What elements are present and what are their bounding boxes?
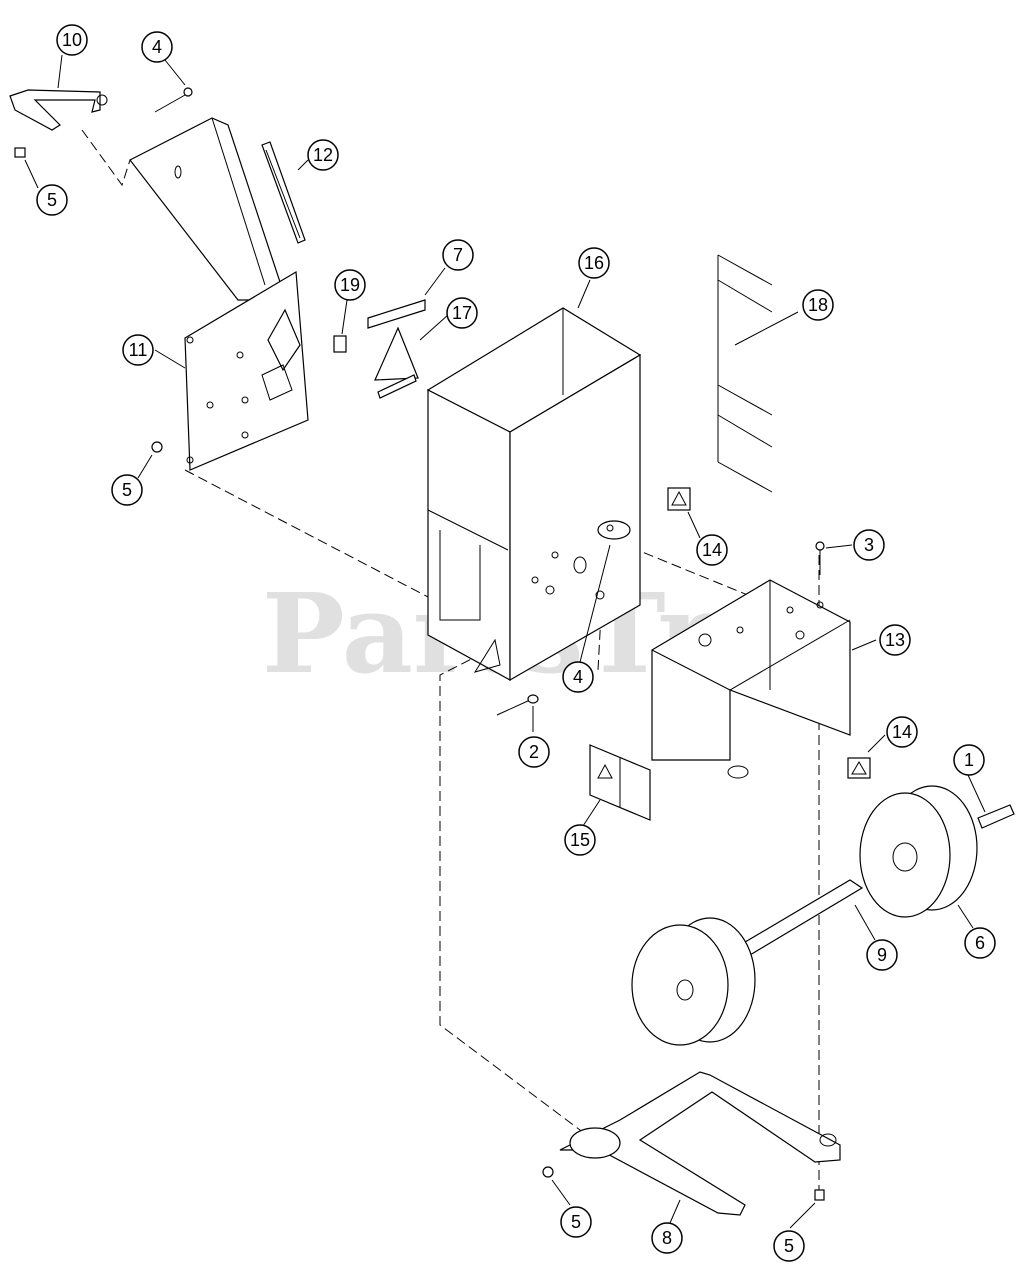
callout-6: 6 [964,927,996,959]
hopper-chute [129,117,281,301]
callout-8: 8 [651,1222,683,1254]
part-19-decal [333,335,347,353]
callout-13: 13 [879,624,911,656]
part-17-triangle-decal [374,326,419,399]
callout-6-label: 6 [975,933,985,953]
part-5-nut-top [14,147,26,158]
part-10-bracket [9,89,108,131]
part-12-strip [261,141,306,244]
callout-1: 1 [953,744,985,776]
part-5-nut-bottom-right [814,1189,825,1201]
part-11-plate [184,270,309,471]
part-6-wheel-right [859,785,978,918]
callout-4-mid: 4 [562,661,594,693]
leader-lines [24,54,986,1229]
part-16-box [426,307,642,682]
part-15-decal [589,744,651,821]
part-18-lines [717,254,773,493]
callout-3: 3 [853,529,885,561]
part-13-bracket [651,579,851,779]
callout-5-left-label: 5 [122,480,132,500]
callout-14-top: 14 [696,534,728,566]
part-8-frame [559,1071,841,1216]
callout-4-mid-label: 4 [573,667,583,687]
callout-12: 12 [307,139,339,171]
part-3-pin [815,541,825,575]
part-9-axle [734,879,864,959]
callout-7-label: 7 [453,245,463,265]
callout-5-bottomleft: 5 [560,1206,592,1238]
callout-5-bottomleft-label: 5 [571,1212,581,1232]
callout-5-left: 5 [111,474,143,506]
callout-1-label: 1 [964,750,974,770]
callout-8-label: 8 [662,1228,672,1248]
callout-2-label: 2 [529,742,539,762]
callout-7: 7 [442,239,474,271]
callout-4-top-label: 4 [152,37,162,57]
callout-10-label: 10 [62,30,82,50]
callout-14-right: 14 [886,716,918,748]
part-14-decal-right [847,757,871,779]
callout-10: 10 [56,24,88,56]
part-1-bolt [977,804,1015,829]
part-4-washer [597,520,631,540]
callout-5-topleft-label: 5 [47,190,57,210]
callout-18: 18 [802,289,834,321]
callout-2: 2 [518,736,550,768]
callout-12-label: 12 [313,145,333,165]
callout-19: 19 [334,269,366,301]
callout-13-label: 13 [885,630,905,650]
callout-11-label: 11 [129,340,148,360]
callout-16: 16 [578,247,610,279]
callout-9: 9 [866,939,898,971]
callout-15: 15 [564,824,596,856]
callout-4-top: 4 [141,31,173,63]
part-4-screw-top [154,87,193,113]
part-7-label [367,299,426,329]
callout-9-label: 9 [877,945,887,965]
callout-5-topleft: 5 [36,184,68,216]
callout-11: 11 [122,334,154,366]
callout-3-label: 3 [864,535,874,555]
callout-14-right-label: 14 [892,722,912,742]
callout-18-label: 18 [808,295,828,315]
wheel-left [631,917,756,1046]
part-2-bolt [496,694,539,716]
callout-16-label: 16 [584,253,604,273]
callout-17: 17 [446,297,478,329]
callout-5-bottomright: 5 [773,1230,805,1262]
callout-14-top-label: 14 [702,540,722,560]
part-5-nut-left [151,441,163,453]
callout-19-label: 19 [340,275,360,295]
callout-5-bottomright-label: 5 [784,1236,794,1256]
part-5-nut-bottom-left [542,1166,554,1178]
callout-17-label: 17 [452,303,472,323]
callout-15-label: 15 [570,830,590,850]
part-14-decal-top [667,487,691,511]
